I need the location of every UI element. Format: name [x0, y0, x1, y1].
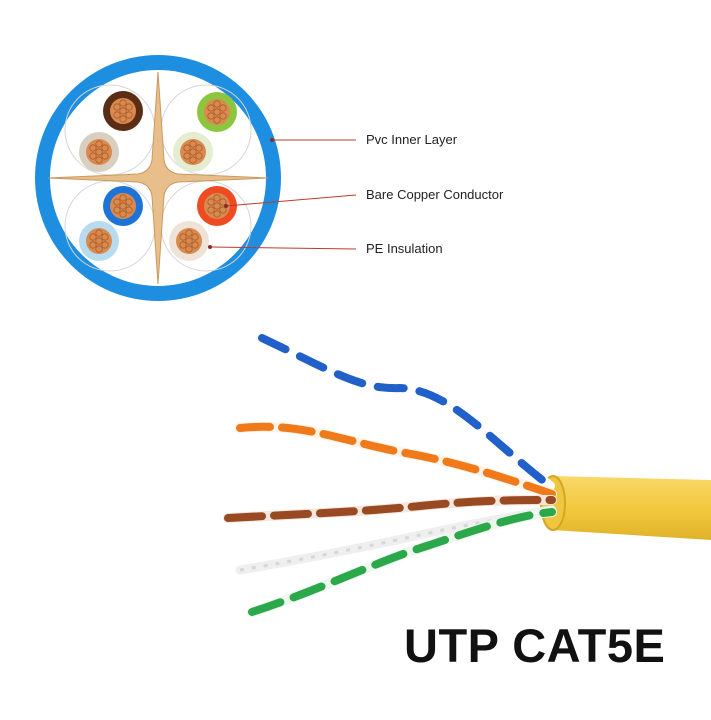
leader-dot-pvc: [270, 138, 274, 142]
copper-strand: [101, 144, 109, 152]
copper-strand: [207, 206, 215, 214]
copper-strand: [207, 198, 215, 206]
leader-dot-copper: [224, 204, 228, 208]
leader-lines: [208, 138, 357, 250]
label-bare-copper-conductor: Bare Copper Conductor: [366, 187, 504, 202]
copper-strand: [125, 198, 133, 206]
copper-strand: [219, 112, 227, 120]
copper-strand: [113, 206, 121, 214]
copper-strand: [185, 237, 193, 245]
pair-brown: [224, 496, 556, 522]
cable-illustration: [223, 333, 711, 617]
copper-strand: [113, 198, 121, 206]
copper-strand: [119, 99, 127, 107]
copper-strand: [213, 100, 221, 108]
copper-strand: [189, 156, 197, 164]
copper-core: [110, 98, 136, 124]
copper-strand: [191, 233, 199, 241]
copper-strand: [219, 198, 227, 206]
copper-strand: [113, 103, 121, 111]
copper-strand: [183, 152, 191, 160]
copper-strand: [213, 194, 221, 202]
copper-strand: [219, 206, 227, 214]
copper-strand: [207, 104, 215, 112]
copper-strand: [183, 144, 191, 152]
copper-strand: [185, 229, 193, 237]
copper-strand: [95, 229, 103, 237]
copper-strand: [101, 241, 109, 249]
copper-strand: [89, 152, 97, 160]
product-title: UTP CAT5E: [404, 619, 666, 672]
copper-strand: [213, 210, 221, 218]
copper-strand: [191, 241, 199, 249]
pair-blue: [258, 334, 554, 490]
copper-core: [176, 228, 202, 254]
cable-jacket: [545, 476, 711, 540]
copper-strand: [89, 144, 97, 152]
copper-strand: [95, 156, 103, 164]
copper-core: [180, 139, 206, 165]
copper-strand: [125, 111, 133, 119]
cross-separator: [47, 71, 269, 285]
copper-strand: [113, 111, 121, 119]
copper-strand: [195, 144, 203, 152]
pair-orange: [236, 422, 556, 498]
leader-dot-pe: [208, 245, 212, 249]
copper-strand: [119, 202, 127, 210]
copper-strand: [95, 148, 103, 156]
copper-core: [204, 193, 230, 219]
copper-core: [86, 139, 112, 165]
label-pvc-inner-layer: Pvc Inner Layer: [366, 132, 458, 147]
copper-core: [86, 228, 112, 254]
copper-core: [110, 193, 136, 219]
copper-strand: [89, 241, 97, 249]
copper-strand: [195, 152, 203, 160]
copper-strand: [179, 241, 187, 249]
copper-strand: [119, 194, 127, 202]
copper-strand: [119, 115, 127, 123]
copper-strand: [189, 148, 197, 156]
copper-strand: [219, 104, 227, 112]
copper-strand: [213, 116, 221, 124]
leader-line-copper: [225, 194, 357, 207]
copper-strand: [119, 107, 127, 115]
copper-strand: [95, 140, 103, 148]
copper-strand: [125, 206, 133, 214]
label-pe-insulation: PE Insulation: [366, 241, 443, 256]
pair-orange-white: [235, 421, 557, 499]
copper-strand: [95, 237, 103, 245]
copper-core: [204, 99, 230, 125]
pair-green: [248, 508, 556, 616]
copper-strand: [189, 140, 197, 148]
copper-strand: [101, 152, 109, 160]
copper-strand: [95, 245, 103, 253]
pair-white-stripe: [239, 508, 553, 572]
copper-strand: [185, 245, 193, 253]
leader-line-pe: [209, 246, 357, 250]
copper-strand: [101, 233, 109, 241]
copper-strand: [213, 108, 221, 116]
copper-strand: [119, 210, 127, 218]
copper-strand: [213, 202, 221, 210]
copper-strand: [207, 112, 215, 120]
copper-strand: [179, 233, 187, 241]
cross-section: [35, 55, 281, 301]
copper-strand: [125, 103, 133, 111]
copper-strand: [89, 233, 97, 241]
